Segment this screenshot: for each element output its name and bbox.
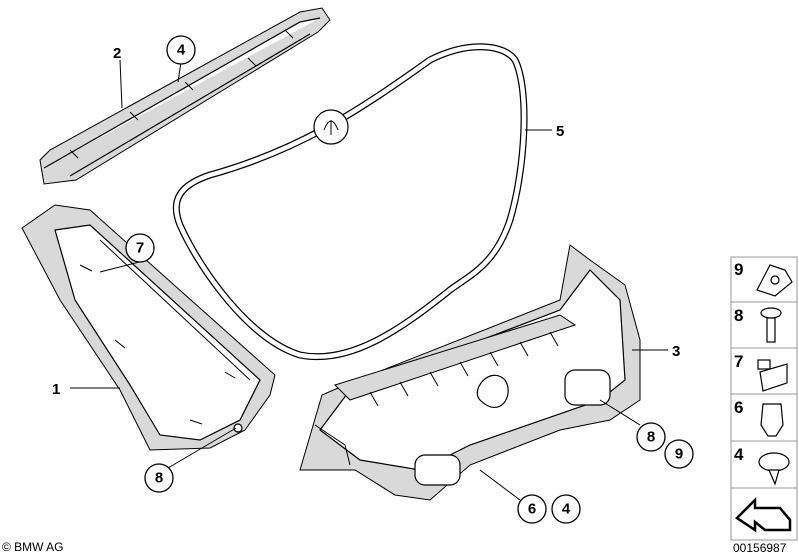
diagram-number: 00156987 [733,541,787,555]
rear-trim-panel [299,244,641,501]
callout-1: 1 [52,381,60,398]
callout-circle-7: 7 [125,233,155,263]
svg-text:4: 4 [177,42,186,59]
upper-trim-strip [39,7,331,185]
callout-circle-8-left: 8 [144,463,174,493]
svg-text:7: 7 [734,352,743,371]
svg-text:4: 4 [562,501,571,518]
clip-icon [757,359,788,392]
left-side-panel [21,204,276,451]
screw-icon [760,307,782,343]
callout-circle-4-bottom: 4 [551,494,581,524]
expanding-nut-icon [760,403,784,437]
callout-3: 3 [672,343,680,360]
svg-text:8: 8 [155,470,163,487]
svg-text:8: 8 [647,429,655,446]
svg-text:9: 9 [734,260,743,279]
leader-lines [70,59,668,501]
callout-2: 2 [113,45,121,62]
direction-arrow-icon [735,496,792,533]
parts-legend: 9 8 7 6 4 [730,256,798,541]
callout-circle-4-top: 4 [166,35,196,65]
svg-text:4: 4 [734,445,744,464]
svg-text:9: 9 [675,446,683,463]
callout-circle-6: 6 [517,494,547,524]
svg-text:8: 8 [734,306,743,325]
push-rivet-icon [758,452,790,486]
svg-text:6: 6 [734,398,743,417]
clip-nut-icon [756,264,793,297]
svg-text:7: 7 [136,240,144,257]
copyright-text: © BMW AG [2,540,64,554]
callout-5: 5 [556,123,564,140]
svg-text:6: 6 [528,501,536,518]
callout-circle-9: 9 [664,439,694,469]
callout-circle-8-right: 8 [636,422,666,452]
tailgate-seal [172,43,528,361]
